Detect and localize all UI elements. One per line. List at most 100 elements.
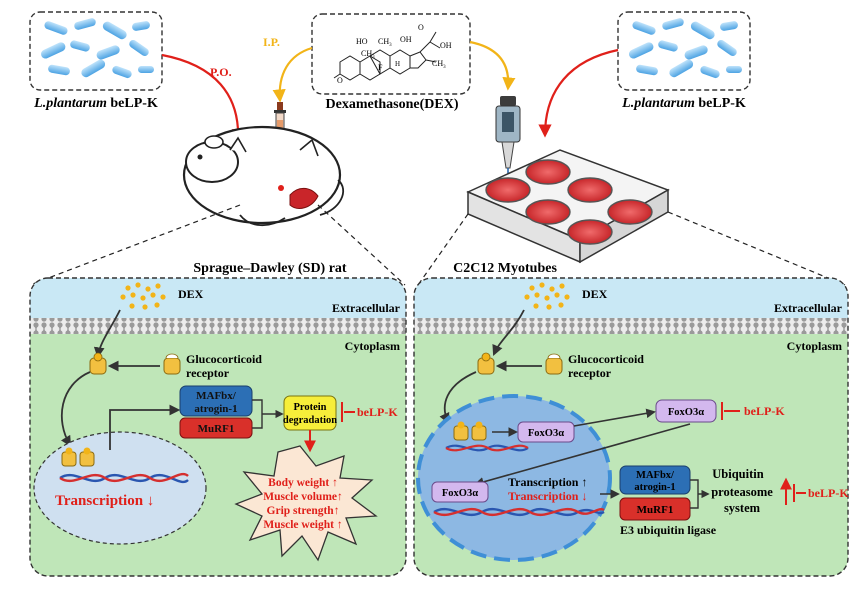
- gr-label-right: receptor: [568, 366, 612, 380]
- svg-text:MAFbx/: MAFbx/: [196, 390, 237, 402]
- belpk-label-right-1: beLP-K: [744, 404, 785, 418]
- transcription-down: Transcription ↓: [508, 489, 587, 503]
- bacteria-label-left: L.plantarum beLP-K: [33, 96, 158, 111]
- zoom-line: [417, 213, 469, 286]
- svg-text:atrogin-1: atrogin-1: [194, 403, 237, 415]
- bacteria-icon: [41, 18, 154, 79]
- gr-nuclear-arrow: [60, 371, 91, 447]
- receptor-dimer-icon: [453, 421, 487, 441]
- svg-text:HO: HO: [356, 37, 368, 46]
- e3-ligase-label: E3 ubiquitin ligase: [620, 523, 717, 537]
- svg-text:Protein: Protein: [293, 402, 326, 413]
- po-arrow: [161, 53, 246, 143]
- belpk-label-right-2: beLP-K: [808, 486, 849, 500]
- ubiquitin-label: system: [724, 501, 761, 515]
- rat-label: Sprague–Dawley (SD) rat: [193, 261, 347, 276]
- svg-text:atrogin-1: atrogin-1: [634, 482, 675, 493]
- svg-text:OH: OH: [440, 41, 452, 50]
- mafbx-box-left: MAFbx/ atrogin-1: [179, 385, 253, 417]
- outcome-item: Muscle weight ↑: [263, 519, 342, 531]
- foxo-import-arrow: [474, 423, 691, 487]
- outcome-item: Muscle volume↑: [263, 491, 343, 503]
- svg-text:H: H: [395, 60, 400, 68]
- receptor-dimer-icon: [61, 447, 95, 467]
- dex-entry-arrow: [492, 309, 525, 356]
- bacteria-icon: [629, 18, 742, 79]
- svg-text:degradation: degradation: [283, 415, 337, 426]
- zoom-line: [667, 211, 846, 286]
- extracellular-label-left: Extracellular: [332, 301, 401, 315]
- dna-icon: [445, 444, 529, 452]
- bacteria-to-cells-arrow: [538, 48, 619, 138]
- ubiquitin-label: Ubiquitin: [712, 467, 763, 481]
- dex-particles-icon: [120, 282, 166, 310]
- transcription-left: Transcription ↓: [55, 493, 154, 509]
- pipette-icon: [495, 96, 521, 182]
- outcome-item: Body weight ↑: [268, 477, 338, 489]
- svg-text:O: O: [337, 76, 343, 85]
- foxo3a-box-dna: FoxO3α: [431, 481, 489, 503]
- cytoplasm-label-right: Cytoplasm: [787, 339, 842, 353]
- foxo3a-box-cyto: FoxO3α: [655, 399, 717, 423]
- dex-title: Dexamethasone(DEX): [326, 97, 459, 112]
- dex-molecule-icon: [333, 31, 441, 81]
- murf1-box-left: MuRF1: [179, 417, 253, 439]
- svg-text:FoxO3α: FoxO3α: [668, 407, 704, 418]
- dex-label-right: DEX: [582, 287, 608, 301]
- receptor-icon: [89, 352, 107, 375]
- zoom-line: [317, 204, 406, 286]
- receptor-icon: [163, 353, 181, 375]
- svg-text:FoxO3α: FoxO3α: [442, 488, 478, 499]
- svg-text:F: F: [378, 63, 383, 72]
- bacteria-label-right: L.plantarum beLP-K: [621, 96, 746, 111]
- svg-text:CH3: CH3: [361, 49, 375, 60]
- dex-particles-icon: [524, 282, 570, 310]
- receptor-icon: [477, 352, 495, 375]
- ip-arrow: [272, 46, 313, 103]
- gr-label-left: Glucocorticoid: [186, 352, 262, 366]
- svg-text:MAFbx/: MAFbx/: [636, 470, 675, 481]
- svg-text:MuRF1: MuRF1: [198, 423, 235, 435]
- outcome-item: Grip strength↑: [267, 505, 340, 517]
- svg-text:O: O: [418, 23, 424, 32]
- svg-text:CH3: CH3: [432, 59, 446, 70]
- mafbx-box-right: MAFbx/ atrogin-1: [619, 465, 691, 495]
- foxo-export-arrow: [573, 408, 656, 427]
- nucleus-left: [33, 431, 207, 545]
- bracket-connector: [252, 399, 282, 429]
- svg-text:MuRF1: MuRF1: [637, 504, 674, 516]
- po-label: P.O.: [210, 65, 232, 79]
- dex-structure-box: O HO CH3 CH3 OH O OH F H CH3: [311, 13, 471, 95]
- dex-entry-arrow: [93, 309, 121, 359]
- ubiquitin-label: proteasome: [711, 485, 773, 499]
- extracellular-label-right: Extracellular: [774, 301, 843, 315]
- gr-label-right: Glucocorticoid: [568, 352, 644, 366]
- gr-label-left: receptor: [186, 366, 230, 380]
- svg-text:FoxO3α: FoxO3α: [528, 428, 564, 439]
- bacteria-box-right: [617, 11, 751, 91]
- zoom-line: [29, 204, 241, 286]
- dna-icon: [59, 473, 189, 483]
- protein-degradation-box: Protein degradation: [283, 395, 337, 431]
- transcription-up: Transcription ↑: [508, 475, 587, 489]
- gr-nuclear-arrow: [439, 371, 477, 424]
- dex-to-cells-arrow: [469, 40, 516, 91]
- murf1-box-right: MuRF1: [619, 497, 691, 521]
- myotube-label: C2C12 Myotubes: [453, 261, 557, 276]
- dex-label-left: DEX: [178, 287, 204, 301]
- bacteria-box-left: [29, 11, 163, 91]
- receptor-icon: [545, 353, 563, 375]
- cytoplasm-label-left: Cytoplasm: [345, 339, 400, 353]
- bracket-connector: [690, 479, 708, 509]
- svg-text:OH: OH: [400, 35, 412, 44]
- svg-text:CH3: CH3: [378, 37, 392, 48]
- dna-icon: [433, 507, 605, 517]
- nuclear-export-arrow: [109, 404, 181, 450]
- well-plate-icon: [466, 149, 670, 264]
- belpk-label-left: beLP-K: [357, 405, 398, 419]
- foxo3a-box-nuclear: FoxO3α: [517, 421, 575, 443]
- ip-label: I.P.: [263, 35, 280, 49]
- outcome-starburst: [234, 445, 378, 562]
- rat-icon: [182, 125, 344, 227]
